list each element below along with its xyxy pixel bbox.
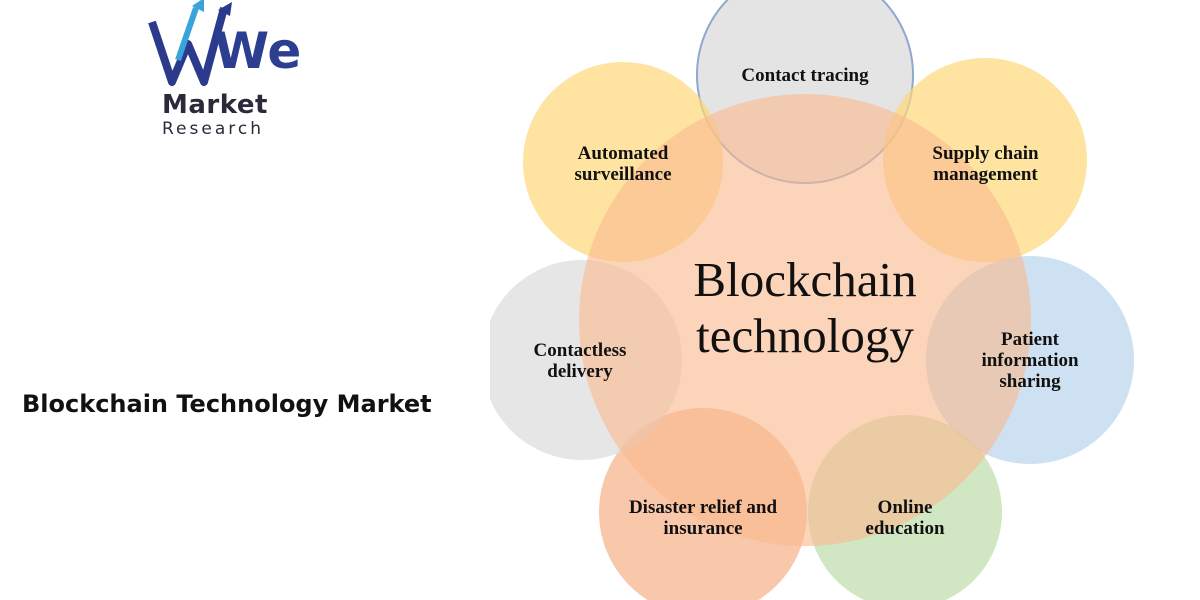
brand-subname: Research bbox=[162, 119, 264, 139]
page-title: Blockchain Technology Market bbox=[22, 390, 432, 418]
node-label-automated-surveillance: Automated surveillance bbox=[574, 143, 672, 185]
node-label-patient-info: Patient information sharing bbox=[981, 329, 1079, 392]
node-label-supply-chain: Supply chain management bbox=[932, 143, 1039, 185]
node-label-online-education: Online education bbox=[865, 497, 945, 539]
node-label-disaster-relief: Disaster relief and insurance bbox=[628, 497, 778, 539]
center-circle bbox=[579, 94, 1031, 546]
brand-logo: We Market Research bbox=[148, 0, 301, 145]
logo-mark-icon bbox=[148, 0, 232, 86]
center-label: Blockchain technology bbox=[693, 252, 917, 363]
node-label-contactless-delivery: Contactless delivery bbox=[533, 340, 627, 382]
node-label-contact-tracing: Contact tracing bbox=[741, 65, 869, 86]
blockchain-diagram: Blockchain technology Contact tracing Su… bbox=[490, 0, 1190, 600]
logo-text: We bbox=[214, 22, 302, 80]
brand-name: Market bbox=[162, 90, 268, 120]
diagram-shapes bbox=[490, 0, 1134, 600]
